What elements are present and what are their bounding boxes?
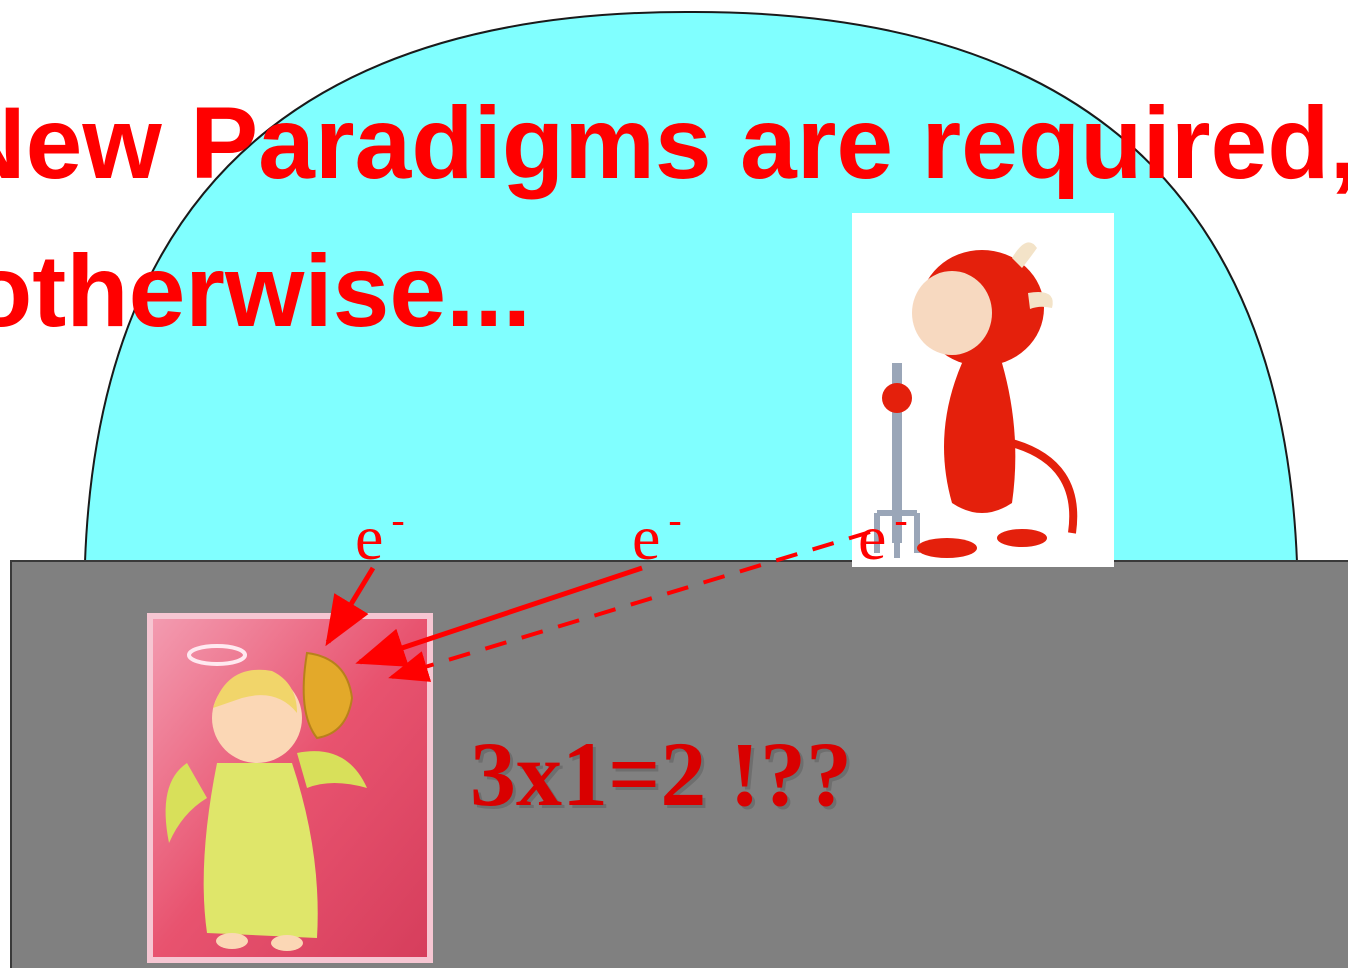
title-line-1: New Paradigms are required,	[0, 86, 1348, 200]
devil-body-icon	[944, 363, 1016, 513]
electron-symbol: e	[632, 502, 661, 573]
halo-icon	[187, 644, 247, 666]
pitchfork-icon	[892, 363, 902, 543]
electron-right: e-	[858, 500, 908, 570]
electron-symbol: e	[858, 502, 887, 573]
electron-charge: -	[391, 497, 405, 542]
equation-text: 3x1=2 !??	[470, 723, 853, 825]
conch-shell-icon	[302, 651, 354, 740]
electron-left: e-	[355, 500, 405, 570]
angel-picture	[147, 613, 433, 963]
dress-icon	[203, 763, 318, 938]
wing-left-icon	[165, 763, 207, 843]
wing-right-icon	[297, 751, 367, 788]
electron-middle: e-	[632, 500, 682, 570]
horn-icon	[1012, 242, 1037, 268]
devil-picture	[852, 213, 1114, 567]
electron-charge: -	[668, 497, 682, 542]
electron-charge: -	[894, 497, 908, 542]
title-line-2: otherwise...	[0, 234, 532, 348]
electron-symbol: e	[355, 502, 384, 573]
